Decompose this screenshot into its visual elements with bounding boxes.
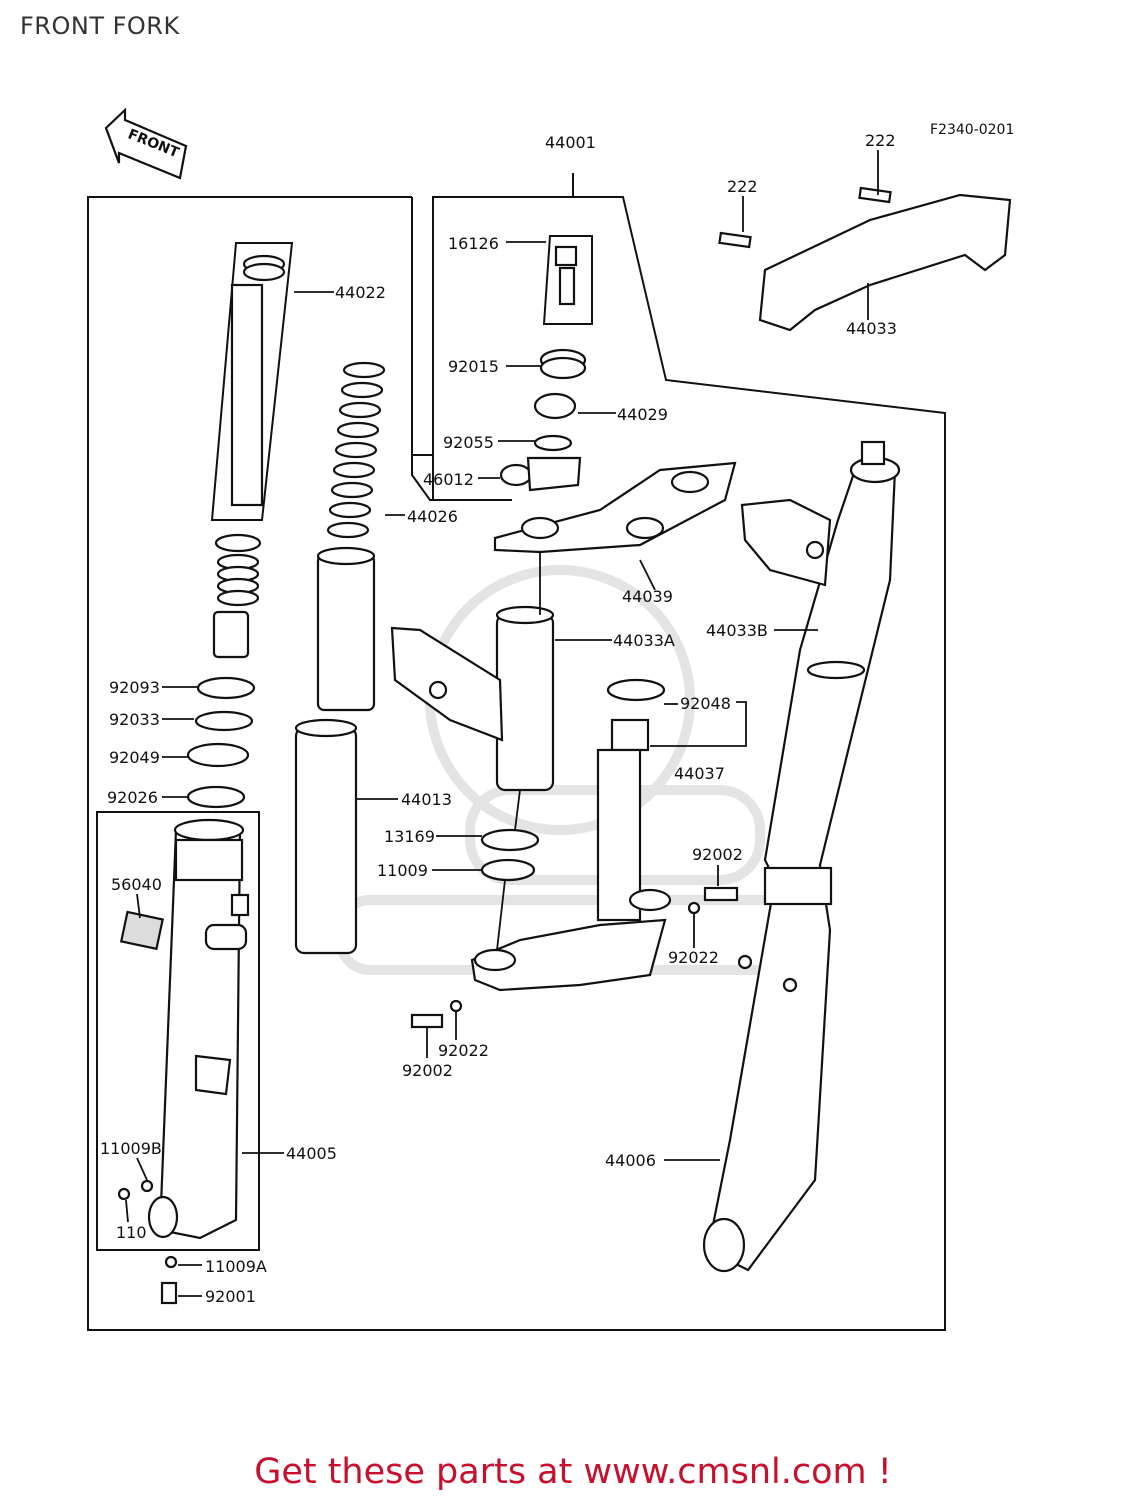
bearings (480, 678, 666, 882)
top-bolt-16126 (542, 235, 593, 325)
part-label-44001: 44001 (545, 133, 596, 152)
part-label-92033: 92033 (109, 710, 160, 729)
part-label-44033A: 44033A (613, 631, 675, 650)
part-label-92022-left: 92022 (438, 1041, 489, 1060)
part-label-44026: 44026 (407, 507, 458, 526)
spacer-tube (316, 546, 376, 712)
part-label-16126: 16126 (448, 234, 499, 253)
part-label-92002-right: 92002 (692, 845, 743, 864)
part-label-44039: 44039 (622, 587, 673, 606)
part-labels: 44001 16126 92015 44029 92055 46012 4402… (100, 131, 897, 1306)
part-label-44029: 44029 (617, 405, 668, 424)
part-label-44022: 44022 (335, 283, 386, 302)
part-label-222-top: 222 (865, 131, 896, 150)
part-label-92022-right: 92022 (668, 948, 719, 967)
part-label-92001: 92001 (205, 1287, 256, 1306)
part-label-11009B: 11009B (100, 1139, 162, 1158)
part-label-92055: 92055 (443, 433, 494, 452)
part-label-222: 222 (727, 177, 758, 196)
stem-44037 (410, 718, 739, 1029)
part-label-92049: 92049 (109, 748, 160, 767)
outer-tube-44005 (117, 818, 250, 1305)
fork-tube-44006 (702, 440, 901, 1273)
cover-44033 (718, 186, 1012, 332)
page-title: FRONT FORK (20, 12, 180, 40)
spring-small (212, 533, 262, 659)
footer-promo-link[interactable]: Get these parts at www.cmsnl.com ! (254, 1452, 892, 1492)
part-label-92015: 92015 (448, 357, 499, 376)
part-label-92048: 92048 (680, 694, 731, 713)
part-label-92026: 92026 (107, 788, 158, 807)
outer-group-frame (87, 196, 946, 1331)
part-label-13169: 13169 (384, 827, 435, 846)
part-label-92002-left: 92002 (402, 1061, 453, 1080)
part-label-44013: 44013 (401, 790, 452, 809)
part-label-11009A: 11009A (205, 1257, 267, 1276)
outer-tube-frame (96, 811, 260, 1251)
part-label-92093: 92093 (109, 678, 160, 697)
seals-stack (186, 676, 256, 809)
damper-rod-44013 (294, 718, 358, 955)
part-label-44037: 44037 (674, 764, 725, 783)
leader-lines (125, 150, 879, 1297)
part-label-44033B: 44033B (706, 621, 768, 640)
part-label-56040: 56040 (111, 875, 162, 894)
inner-tube-44022 (210, 242, 294, 521)
part-label-46012: 46012 (423, 470, 474, 489)
part-label-11009: 11009 (377, 861, 428, 880)
front-arrow-icon: FRONT (104, 107, 188, 180)
part-label-44006: 44006 (605, 1151, 656, 1170)
fork-tube-44033A (390, 605, 555, 792)
spring-44026 (326, 361, 386, 539)
part-label-44005: 44005 (286, 1144, 337, 1163)
part-label-44033: 44033 (846, 319, 897, 338)
nut-92015 (499, 348, 587, 492)
part-label-110: 110 (116, 1223, 147, 1242)
upper-bracket-44039 (493, 461, 737, 554)
diagram-code: F2340-0201 (930, 122, 1014, 138)
